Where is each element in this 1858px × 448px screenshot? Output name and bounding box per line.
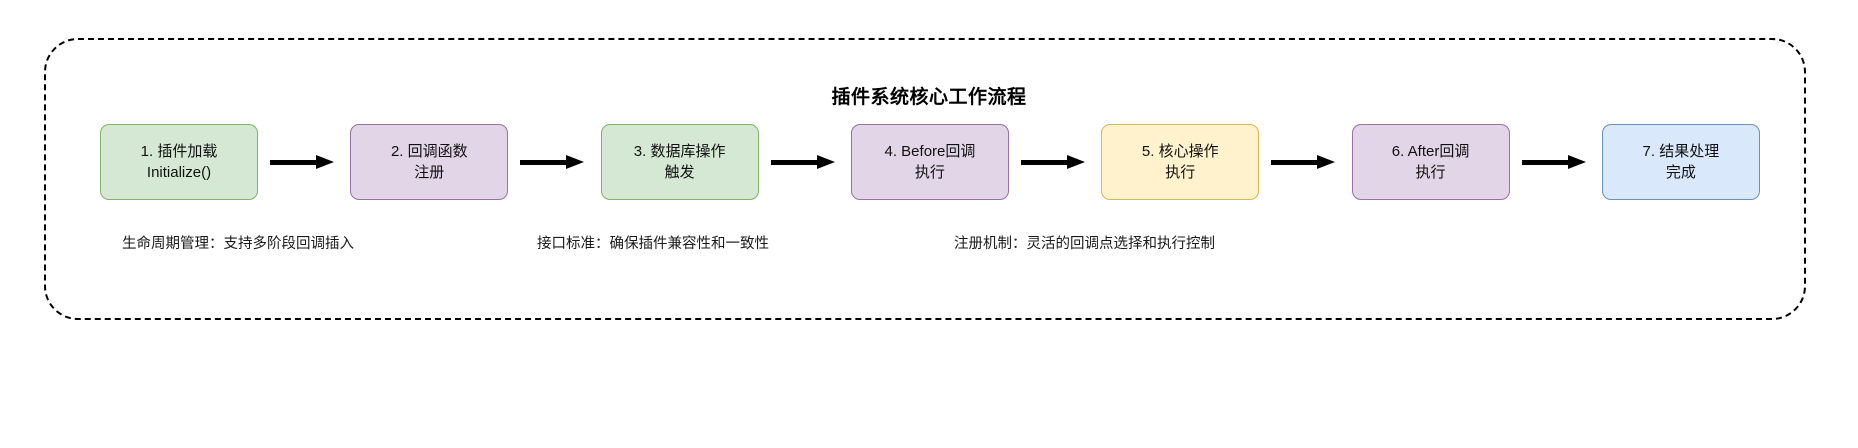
arrow-head-icon [1567,155,1586,169]
arrow-shaft [1271,160,1322,165]
flow-node-5[interactable]: 5. 核心操作 执行 [1101,124,1260,200]
arrow-2-to-3 [518,155,590,169]
arrow-1-to-2 [268,155,340,169]
flow-node-1-line1: 1. 插件加载 [140,142,218,160]
arrow-3-to-4 [769,155,841,169]
caption-lifecycle: 生命周期管理：支持多阶段回调插入 [122,236,354,252]
flow-node-6-line2: 执行 [1415,164,1446,181]
flow-node-5-line1: 5. 核心操作 [1141,142,1219,160]
caption-registration-mechanism: 注册机制：灵活的回调点选择和执行控制 [954,236,1215,252]
flow-node-2-line1: 2. 回调函数 [390,142,468,160]
arrow-head-icon [566,155,585,169]
flow-sequence: 1. 插件加载 Initialize() 2. 回调函数 注册 3. 数据库操作… [100,124,1760,200]
arrow-head-icon [1317,155,1336,169]
dashed-border-frame [44,38,1806,320]
arrow-head-icon [816,155,835,169]
flow-node-3[interactable]: 3. 数据库操作 触发 [600,124,759,200]
arrow-4-to-5 [1019,155,1091,169]
flow-node-4[interactable]: 4. Before回调 执行 [850,124,1009,200]
flow-node-6[interactable]: 6. After回调 执行 [1351,124,1510,200]
flow-node-6-line1: 6. After回调 [1391,142,1470,160]
arrow-head-icon [316,155,335,169]
caption-interface-standard: 接口标准：确保插件兼容性和一致性 [537,236,769,252]
flow-node-7-line2: 完成 [1665,164,1696,181]
flow-node-1[interactable]: 1. 插件加载 Initialize() [100,124,258,200]
flow-node-2[interactable]: 2. 回调函数 注册 [350,124,509,200]
arrow-shaft [1021,160,1072,165]
flow-node-1-line2: Initialize() [146,164,212,181]
arrow-shaft [1521,160,1572,165]
arrow-head-icon [1067,155,1086,169]
flow-node-4-line2: 执行 [914,164,945,181]
caption-row: 生命周期管理：支持多阶段回调插入 接口标准：确保插件兼容性和一致性 注册机制：灵… [0,232,1858,254]
arrow-shaft [520,160,571,165]
flow-node-3-line1: 3. 数据库操作 [633,142,726,160]
arrow-5-to-6 [1269,155,1341,169]
arrow-shaft [270,160,321,165]
flow-node-7[interactable]: 7. 结果处理 完成 [1601,124,1760,200]
flow-node-2-line2: 注册 [414,164,445,181]
diagram-title: 插件系统核心工作流程 [831,87,1027,108]
flow-node-3-line2: 触发 [664,164,695,181]
arrow-6-to-7 [1520,155,1592,169]
flow-node-7-line1: 7. 结果处理 [1642,142,1720,160]
flow-node-4-line1: 4. Before回调 [884,142,976,160]
arrow-shaft [770,160,821,165]
flow-node-5-line2: 执行 [1165,164,1196,181]
